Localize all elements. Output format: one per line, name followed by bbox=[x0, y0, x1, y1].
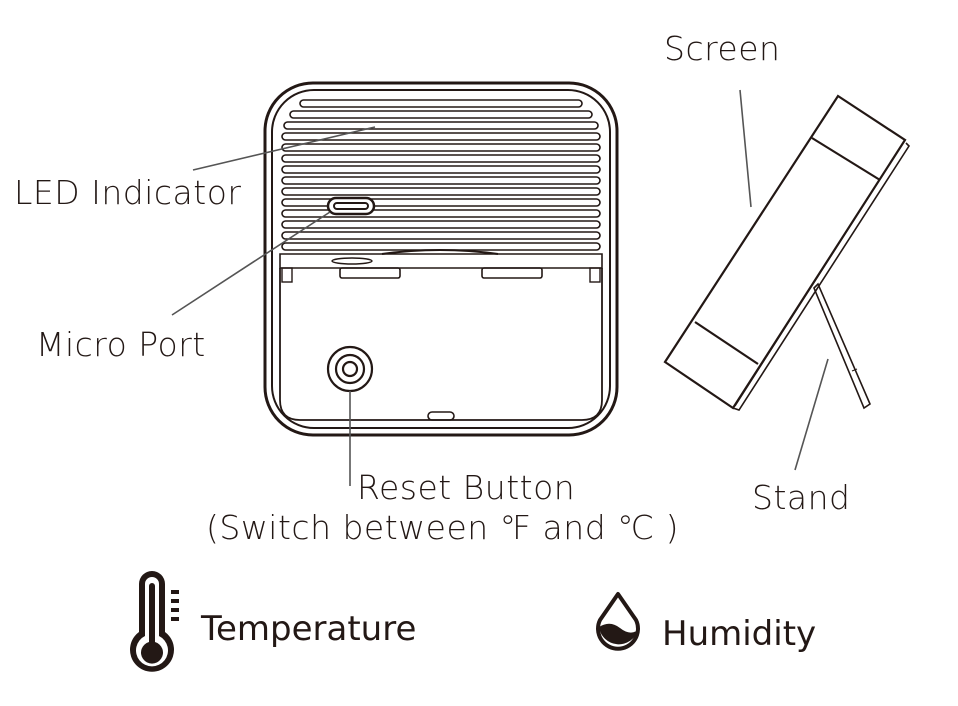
leader-led bbox=[192, 126, 376, 171]
leader-lines bbox=[171, 89, 829, 486]
vent-grille bbox=[281, 99, 601, 251]
leader-micro-port bbox=[171, 211, 331, 316]
label-reset-button: Reset Button bbox=[357, 468, 576, 507]
legend-humidity-label: Humidity bbox=[662, 614, 817, 654]
legend-temperature-label: Temperature bbox=[201, 609, 417, 649]
reset-button-graphic bbox=[326, 345, 374, 393]
device-back-view bbox=[263, 81, 619, 437]
leader-stand bbox=[794, 358, 829, 471]
water-drop-icon bbox=[596, 592, 640, 651]
label-screen: Screen bbox=[664, 29, 781, 68]
label-micro-port: Micro Port bbox=[36, 325, 206, 364]
label-led-indicator: LED Indicator bbox=[14, 173, 242, 212]
thermometer-icon bbox=[130, 571, 179, 672]
label-stand: Stand bbox=[752, 478, 851, 517]
device-side-view bbox=[663, 94, 911, 411]
label-reset-button-note: (Switch between ℉ and ℃ ) bbox=[206, 508, 680, 547]
leader-screen bbox=[739, 89, 752, 208]
